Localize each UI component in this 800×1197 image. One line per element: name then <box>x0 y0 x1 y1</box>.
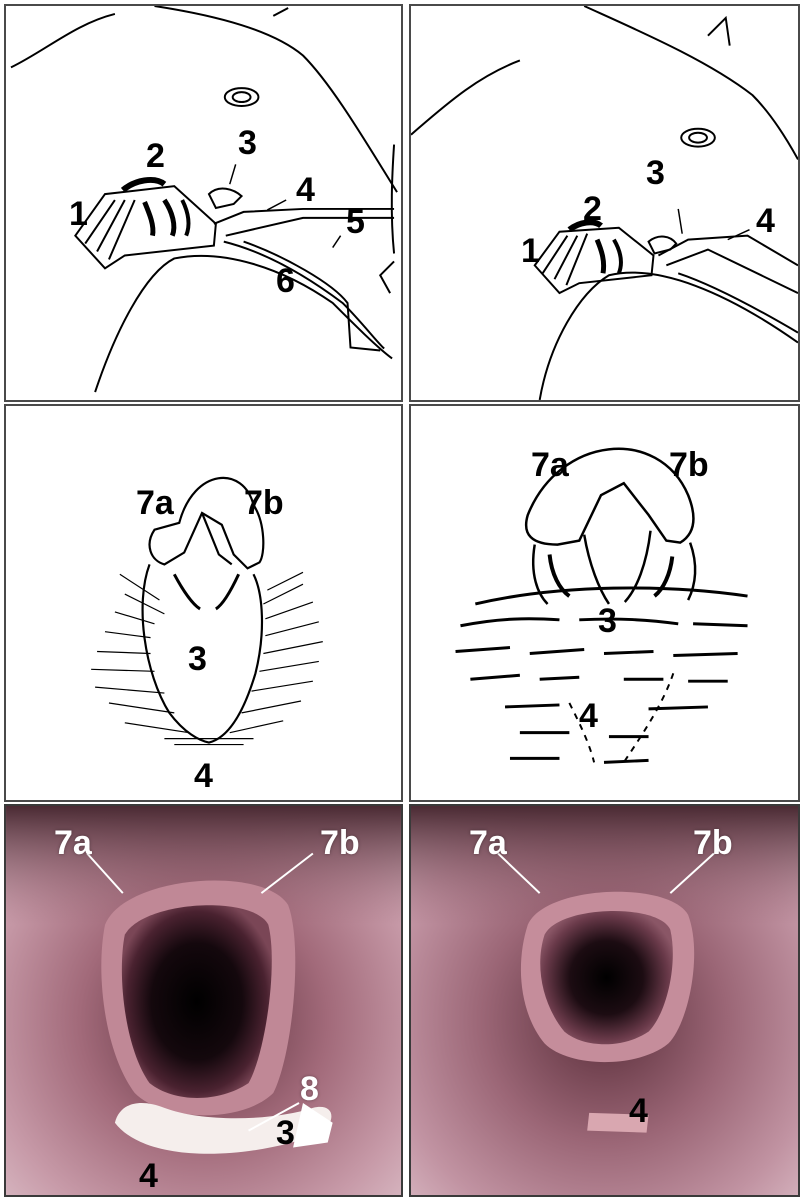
label-7a: 7a <box>469 826 507 860</box>
horse-head-lateral-drawing-2 <box>411 6 798 400</box>
horse-head-lateral-drawing <box>6 6 401 400</box>
label-4: 4 <box>756 204 775 238</box>
endoscopy-image-left <box>6 806 401 1195</box>
label-7b: 7b <box>244 486 284 520</box>
label-7a: 7a <box>136 486 174 520</box>
label-3: 3 <box>646 156 665 190</box>
larynx-drawing-left <box>6 406 401 800</box>
panel-lateral-view-left: 1 2 3 4 5 6 <box>4 4 403 402</box>
label-4: 4 <box>579 699 598 733</box>
label-3: 3 <box>238 126 257 160</box>
label-3: 3 <box>276 1116 295 1150</box>
label-6: 6 <box>276 264 295 298</box>
label-7b: 7b <box>669 448 709 482</box>
panel-endoscopy-photo-left: 7a 7b 8 3 4 <box>4 804 403 1197</box>
label-2: 2 <box>146 139 165 173</box>
label-2: 2 <box>583 192 602 226</box>
label-1: 1 <box>521 234 540 268</box>
panel-endoscopy-photo-right: 7a 7b 4 <box>409 804 800 1197</box>
label-3: 3 <box>598 604 617 638</box>
label-3: 3 <box>188 642 207 676</box>
label-7a: 7a <box>531 448 569 482</box>
endoscopy-image-right <box>411 806 798 1195</box>
label-7a: 7a <box>54 826 92 860</box>
label-1: 1 <box>69 197 88 231</box>
panel-larynx-view-right: 7a 7b 3 4 <box>409 404 800 802</box>
panel-lateral-view-right: 1 2 3 4 <box>409 4 800 402</box>
label-7b: 7b <box>320 826 360 860</box>
label-4: 4 <box>139 1159 158 1193</box>
label-4: 4 <box>629 1094 648 1128</box>
label-4: 4 <box>296 173 315 207</box>
label-7b: 7b <box>693 826 733 860</box>
label-5: 5 <box>346 205 365 239</box>
label-4: 4 <box>194 759 213 793</box>
panel-larynx-view-left: 7a 7b 3 4 <box>4 404 403 802</box>
label-8: 8 <box>300 1072 319 1106</box>
